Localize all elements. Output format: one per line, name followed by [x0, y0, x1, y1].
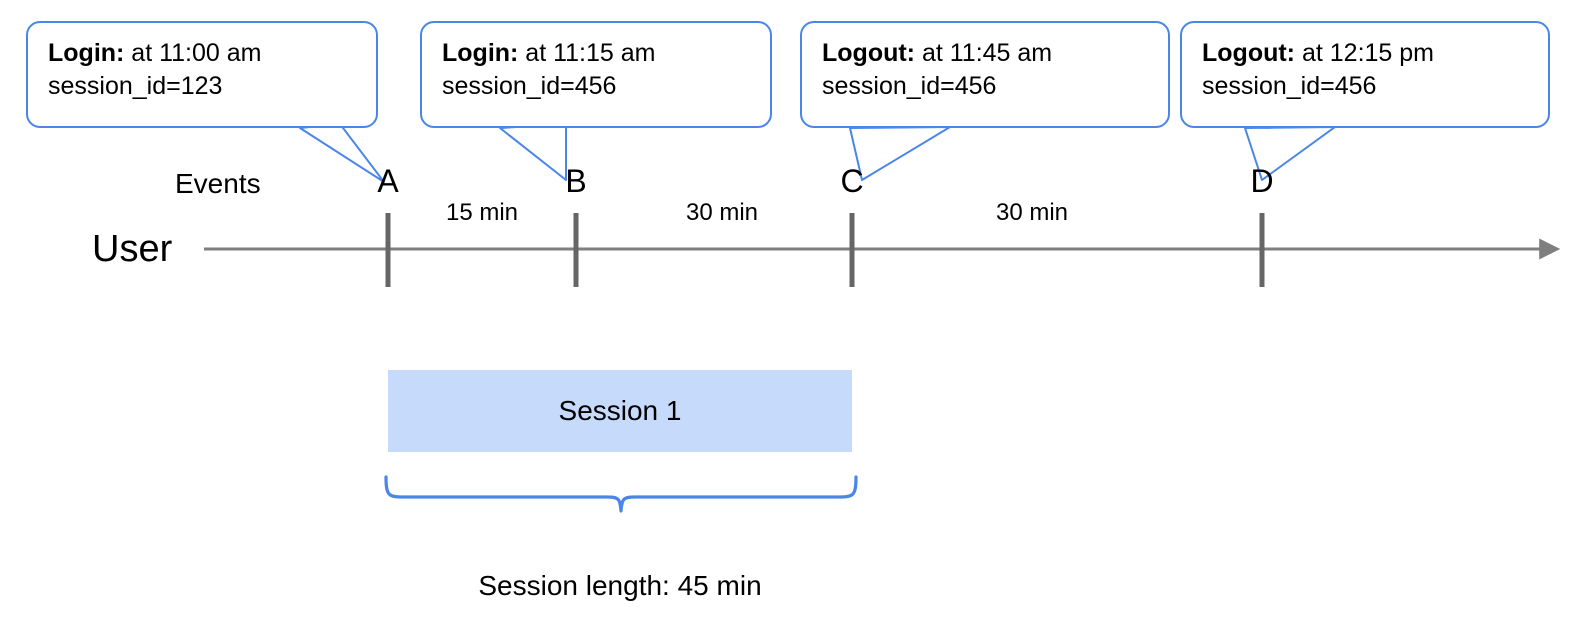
event-letter-d: D — [1250, 163, 1274, 199]
callout-d-time: at 12:15 pm — [1295, 39, 1434, 67]
callout-login-a: Login: at 11:00 am session_id=123 — [26, 21, 378, 128]
duration-label-ab: 15 min — [445, 199, 519, 226]
callout-tail-b — [499, 123, 567, 181]
callout-d-session: session_id=456 — [1202, 72, 1377, 100]
callout-login-b: Login: at 11:15 am session_id=456 — [420, 21, 772, 128]
callout-d-event: Logout: — [1202, 39, 1296, 67]
callout-tail-a — [299, 123, 385, 183]
event-letter-c: C — [840, 163, 864, 199]
duration-label-cd: 30 min — [995, 199, 1069, 226]
callout-a-session: session_id=123 — [48, 72, 223, 100]
callout-c-time: at 11:45 am — [915, 39, 1053, 67]
callout-a-event: Login: — [48, 39, 125, 67]
session-brace — [384, 475, 858, 513]
callout-logout-c: Logout: at 11:45 am session_id=456 — [800, 21, 1170, 128]
callout-b-event: Login: — [442, 39, 519, 67]
session-bar-label: Session 1 — [558, 395, 682, 426]
events-row-label: Events — [175, 168, 261, 199]
callout-tail-c — [849, 126, 951, 181]
event-letter-b: B — [565, 163, 587, 199]
callout-b-time: at 11:15 am — [518, 39, 656, 67]
callout-a-time: at 11:00 am — [124, 39, 262, 67]
callout-c-session: session_id=456 — [822, 72, 997, 100]
callout-logout-d: Logout: at 12:15 pm session_id=456 — [1180, 21, 1550, 128]
event-letter-a: A — [377, 163, 399, 199]
user-row-label: User — [92, 228, 173, 270]
session-length-caption: Session length: 45 min — [478, 570, 762, 601]
duration-label-bc: 30 min — [685, 199, 759, 226]
callout-b-session: session_id=456 — [442, 72, 617, 100]
callout-c-event: Logout: — [822, 39, 916, 67]
session-bar: Session 1 — [388, 370, 852, 452]
